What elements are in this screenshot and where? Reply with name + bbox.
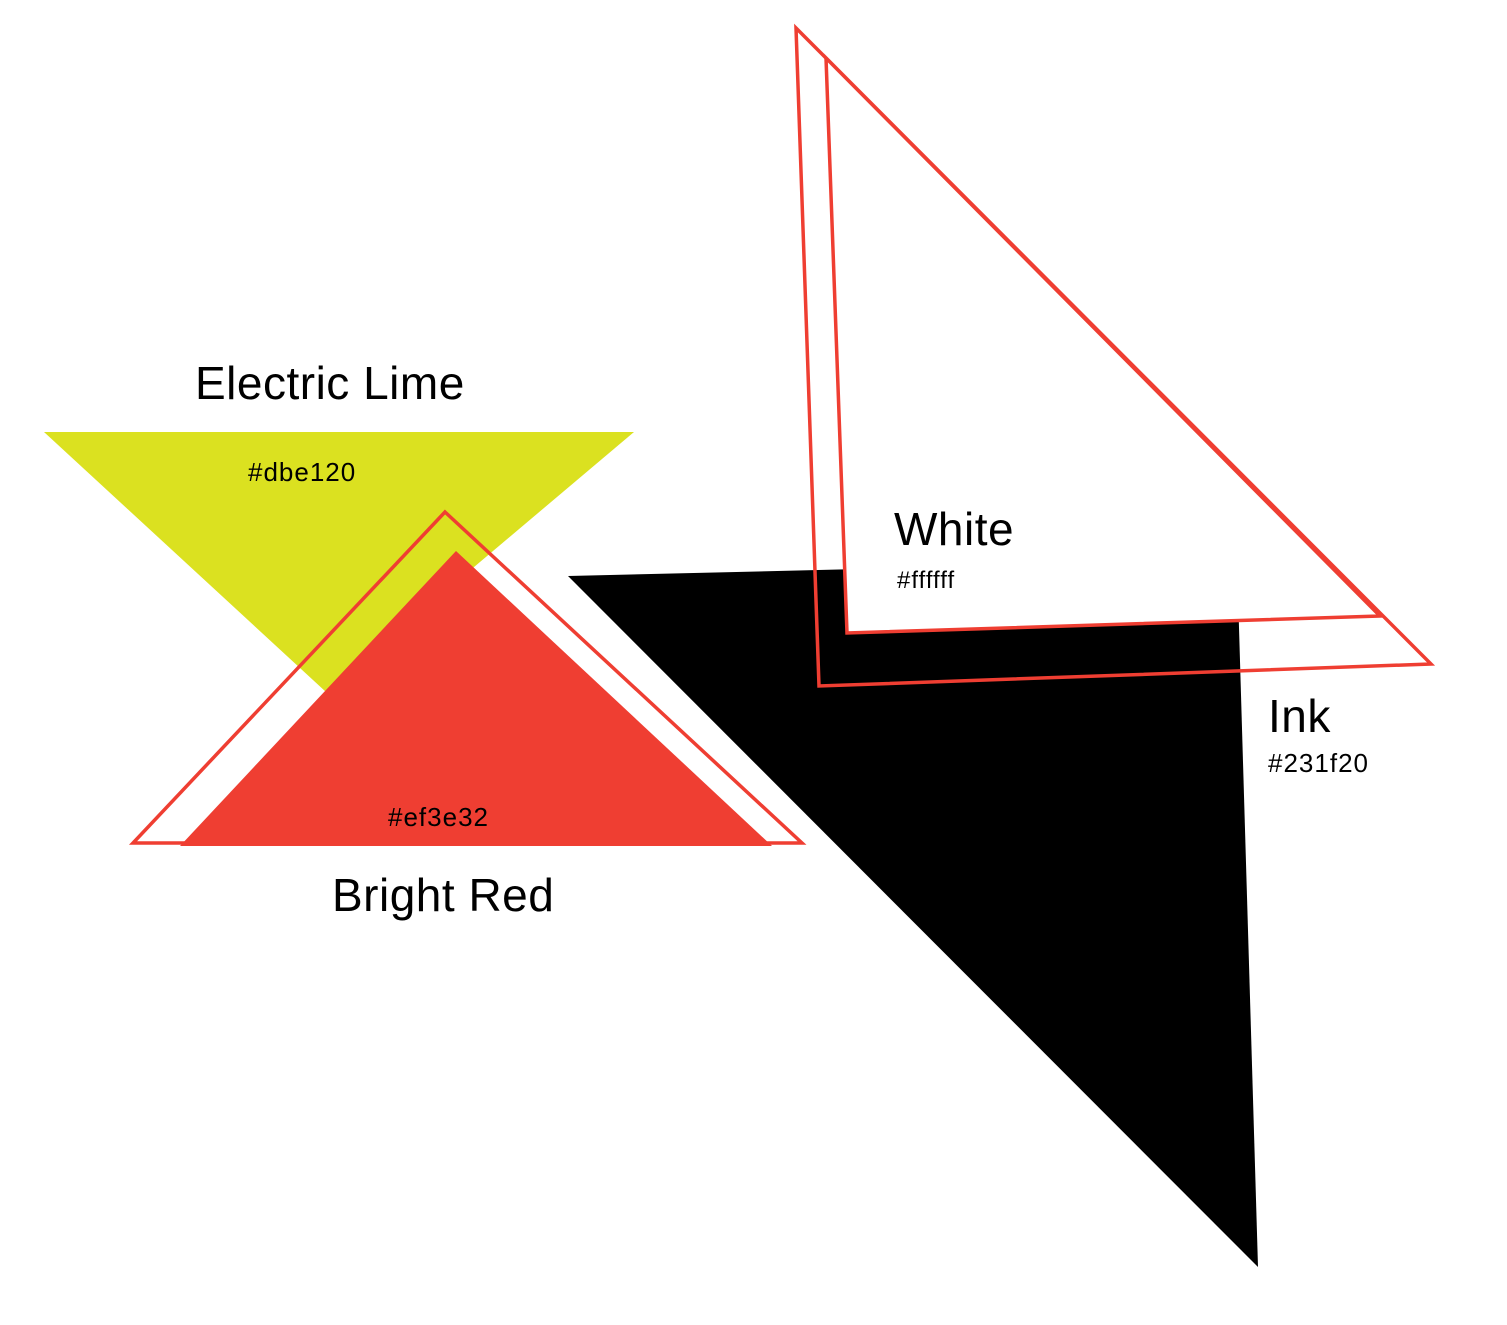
- lime-hex-label: #dbe120: [248, 457, 357, 487]
- red-name-label: Bright Red: [332, 869, 555, 921]
- ink-name-label: Ink: [1268, 690, 1331, 742]
- ink-hex-label: #231f20: [1268, 748, 1369, 778]
- red-triangle: [180, 551, 772, 846]
- lime-name-label: Electric Lime: [195, 357, 465, 409]
- white-name-label: White: [894, 503, 1015, 555]
- red-hex-label: #ef3e32: [388, 802, 489, 832]
- lime-triangle: [44, 432, 634, 692]
- white-triangle: [824, 53, 1385, 635]
- ink-triangle: [568, 560, 1258, 1267]
- white-hex-label: #ffffff: [897, 567, 956, 594]
